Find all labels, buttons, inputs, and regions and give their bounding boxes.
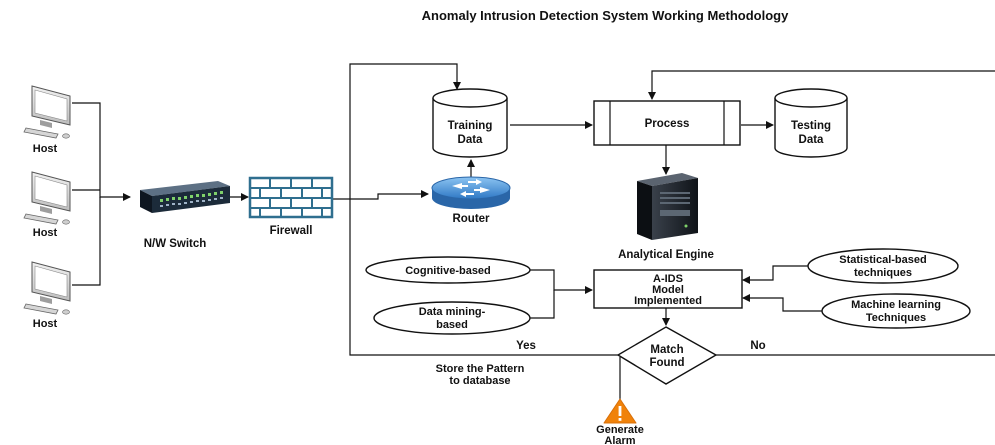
firewall-label: Firewall — [270, 225, 313, 237]
statistical-label-line1: Statistical-based — [839, 254, 926, 266]
machine-learning-label-line1: Machine learning — [851, 299, 941, 311]
desktop-computer-icon — [23, 261, 71, 315]
testing-data-label-line1: Testing — [791, 120, 831, 132]
network-switch-icon — [140, 181, 230, 213]
machine-learning-label-line2: Techniques — [866, 312, 926, 324]
yes-label: Yes — [516, 340, 536, 352]
host-2[interactable]: Host — [23, 171, 71, 239]
store-pattern-label-line2: to database — [449, 375, 510, 387]
cognitive-based-label: Cognitive-based — [405, 265, 491, 277]
cognitive-based-input[interactable]: Cognitive-based — [365, 256, 531, 284]
analytical-engine[interactable]: Analytical Engine — [618, 173, 714, 261]
router-icon — [431, 176, 511, 209]
match-found-decision[interactable]: Match Found — [616, 326, 718, 385]
firewall[interactable]: Firewall — [248, 176, 334, 237]
data-mining-label-line1: Data mining- — [419, 306, 486, 318]
diagram-title: Anomaly Intrusion Detection System Worki… — [422, 8, 789, 23]
analytical-engine-label: Analytical Engine — [618, 249, 714, 261]
data-mining-label-line2: based — [436, 319, 468, 331]
host-1[interactable]: Host — [23, 85, 71, 155]
host-label: Host — [33, 227, 58, 239]
server-tower-icon — [637, 173, 698, 240]
no-label: No — [750, 340, 765, 352]
switch-label: N/W Switch — [144, 238, 207, 250]
aids-model-box[interactable]: A-IDS Model Implemented — [593, 269, 743, 309]
database-cylinder-icon — [774, 88, 848, 158]
testing-data-label-line2: Data — [799, 134, 825, 146]
desktop-computer-icon — [23, 85, 71, 139]
desktop-computer-icon — [23, 171, 71, 225]
alarm-label-line2: Alarm — [604, 435, 635, 445]
testing-data-store[interactable]: Testing Data — [774, 88, 848, 158]
statistical-based-input[interactable]: Statistical-based techniques — [807, 248, 959, 284]
warning-triangle-icon — [603, 398, 637, 424]
store-pattern-label-line1: Store the Pattern — [436, 363, 525, 375]
model-label-line2: Model — [652, 284, 684, 296]
database-cylinder-icon — [432, 88, 508, 158]
network-switch[interactable]: N/W Switch — [140, 181, 230, 250]
host-label: Host — [33, 143, 58, 155]
host-3[interactable]: Host — [23, 261, 71, 330]
decision-label-line2: Found — [649, 357, 684, 369]
router[interactable]: Router — [431, 176, 511, 225]
data-mining-input[interactable]: Data mining- based — [373, 301, 531, 335]
router-label: Router — [452, 213, 490, 225]
generate-alarm[interactable]: Generate Alarm — [596, 398, 644, 445]
model-label-line3: Implemented — [634, 295, 702, 307]
training-data-store[interactable]: Training Data — [432, 88, 508, 158]
training-data-label-line1: Training — [448, 120, 493, 132]
model-label-line1: A-IDS — [653, 273, 683, 285]
host-label: Host — [33, 318, 58, 330]
training-data-label-line2: Data — [458, 134, 484, 146]
machine-learning-input[interactable]: Machine learning Techniques — [821, 293, 971, 329]
process-label: Process — [645, 118, 690, 130]
process-box[interactable]: Process — [593, 100, 741, 146]
statistical-label-line2: techniques — [854, 267, 912, 279]
alarm-label-line1: Generate — [596, 424, 644, 436]
decision-label-line1: Match — [650, 344, 683, 356]
firewall-brick-icon — [248, 176, 334, 219]
